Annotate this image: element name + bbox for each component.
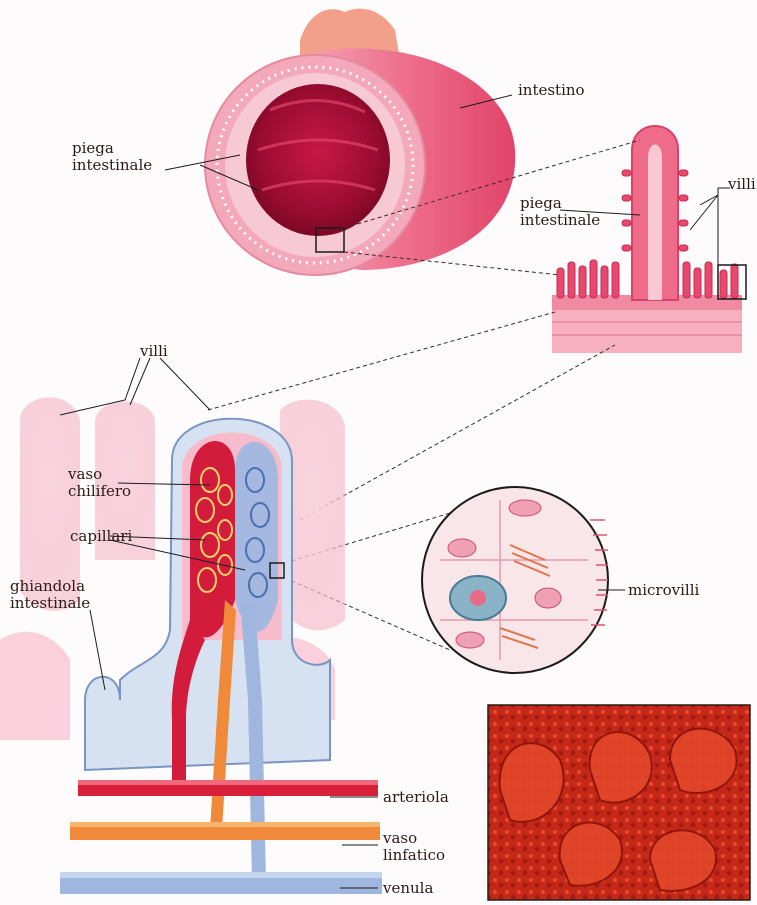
label-capillari: capillari [70, 528, 132, 545]
villi-micrograph [488, 705, 750, 900]
label-venula: venula [383, 880, 433, 897]
label-arteriola: arteriola [383, 789, 449, 806]
intestinal-lumen [246, 84, 390, 236]
label-ghiandola-intestinale: ghiandola intestinale [10, 578, 90, 612]
label-piega-intestinale-top: piega intestinale [72, 140, 152, 174]
label-vaso-chilifero: vaso chilifero [68, 466, 131, 500]
label-intestino: intestino [518, 82, 585, 99]
cell-detail-circle [422, 487, 608, 673]
label-piega-intestinale-right: piega intestinale [520, 195, 600, 229]
label-villi-left: villi [140, 343, 168, 360]
label-villi-right: villi [728, 176, 756, 193]
fold-detail [552, 126, 746, 353]
intestine-tube [205, 9, 515, 275]
label-microvilli: microvilli [628, 582, 699, 599]
label-vaso-linfatico: vaso linfatico [383, 830, 445, 864]
